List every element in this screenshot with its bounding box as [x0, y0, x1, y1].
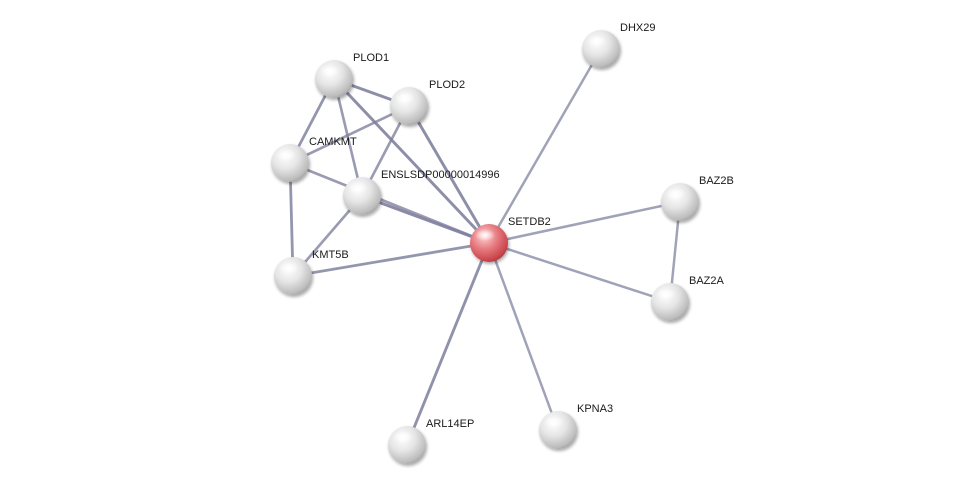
node-highlight [656, 288, 676, 300]
node-label: PLOD1 [353, 52, 389, 64]
node-label: PLOD2 [429, 79, 465, 91]
node-arl14ep[interactable]: ARL14EP [388, 418, 474, 464]
node-highlight [393, 431, 413, 443]
edge-setdb2-plod1[interactable] [332, 77, 491, 245]
edge-setdb2-kmt5b[interactable] [291, 241, 491, 278]
edge-setdb2-arl14ep[interactable] [405, 241, 491, 447]
node-kpna3[interactable]: KPNA3 [539, 403, 613, 449]
node-label: BAZ2B [699, 175, 734, 187]
node-label: KMT5B [312, 249, 349, 261]
node-kmt5b[interactable]: KMT5B [274, 249, 349, 295]
node-setdb2[interactable]: SETDB2 [470, 216, 551, 262]
edge-setdb2-enslsdp00000014996[interactable] [360, 194, 491, 245]
node-highlight [395, 92, 415, 104]
edge-setdb2-baz2b[interactable] [487, 200, 682, 245]
node-label: CAMKMT [309, 136, 357, 148]
node-label: ARL14EP [426, 418, 474, 430]
node-dhx29[interactable]: DHX29 [582, 22, 655, 68]
node-plod2[interactable]: PLOD2 [390, 79, 465, 125]
node-plod1[interactable]: PLOD1 [315, 52, 389, 98]
node-camkmt[interactable]: CAMKMT [271, 136, 357, 182]
edge-setdb2-baz2a[interactable] [487, 241, 672, 304]
node-highlight [587, 35, 607, 47]
node-highlight [666, 188, 686, 200]
node-enslsdp00000014996[interactable]: ENSLSDP00000014996 [343, 169, 500, 215]
node-baz2a[interactable]: BAZ2A [651, 275, 725, 321]
node-highlight [475, 229, 495, 241]
edge-plod2-camkmt[interactable] [288, 104, 411, 165]
node-label: KPNA3 [577, 403, 613, 415]
node-highlight [279, 262, 299, 274]
edge-setdb2-kpna3[interactable] [487, 241, 560, 432]
node-label: DHX29 [620, 22, 655, 34]
node-label: BAZ2A [689, 275, 725, 287]
edge-setdb2-plod2[interactable] [407, 104, 491, 245]
node-highlight [320, 65, 340, 77]
node-highlight [276, 149, 296, 161]
node-label: SETDB2 [508, 216, 551, 228]
node-baz2b[interactable]: BAZ2B [661, 175, 734, 221]
node-highlight [544, 416, 564, 428]
edge-plod1-enslsdp00000014996[interactable] [332, 77, 364, 198]
node-label: ENSLSDP00000014996 [381, 169, 500, 181]
edge-setdb2-dhx29[interactable] [487, 47, 603, 245]
node-highlight [348, 182, 368, 194]
